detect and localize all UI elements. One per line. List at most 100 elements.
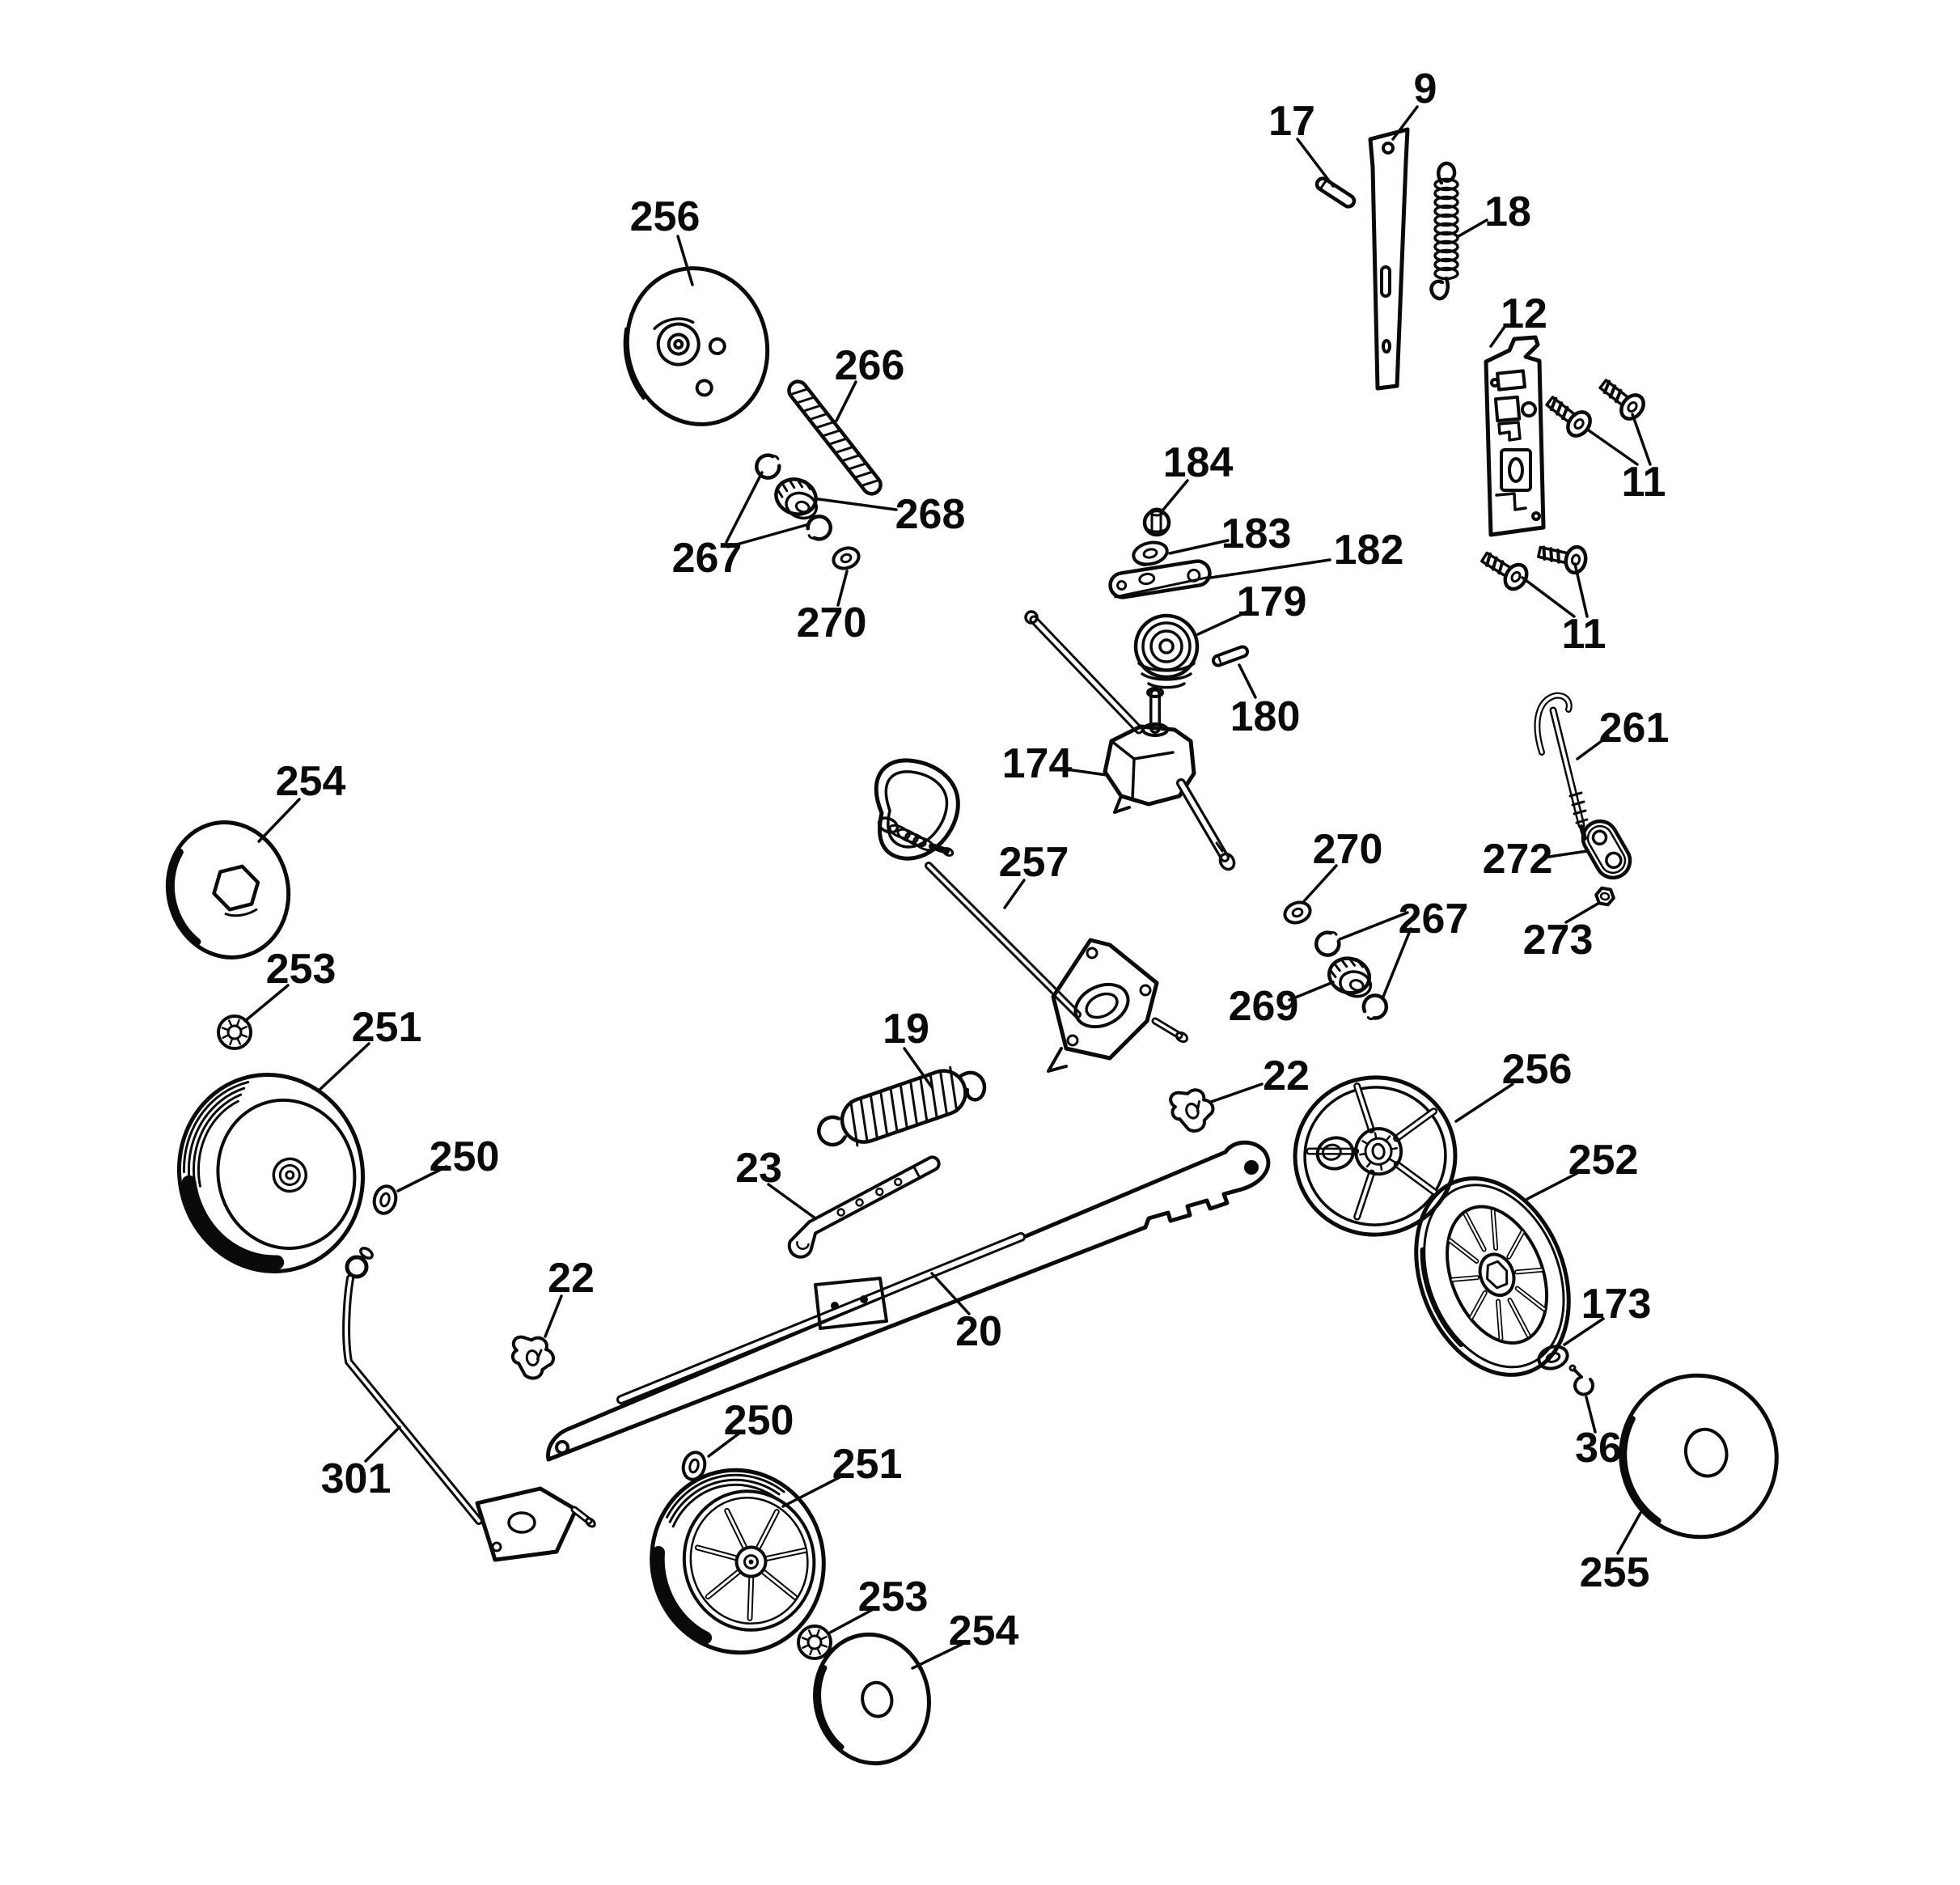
part-270-washer-right <box>1283 900 1312 925</box>
part-11-screw-c <box>1480 551 1529 591</box>
part-11-screw-a <box>1545 396 1592 438</box>
leader-line-23 <box>767 1183 817 1220</box>
part-272-link-plate <box>1581 819 1632 880</box>
leader-line-11-upper-1 <box>1631 413 1652 466</box>
part-254-hubcap-bottom <box>813 1632 931 1766</box>
part-270-washer-left <box>832 546 861 570</box>
part-184-lock-nut <box>1142 507 1171 537</box>
leader-line-253-left <box>243 984 290 1023</box>
part-label-22-right: 22 <box>1263 1053 1310 1099</box>
leader-line-301 <box>364 1425 401 1463</box>
parts-artwork <box>165 127 1779 1766</box>
part-256-spoked-wheel <box>1293 1075 1458 1237</box>
leader-line-18 <box>1457 218 1488 238</box>
leader-line-269 <box>1288 981 1335 1002</box>
part-label-174: 174 <box>1002 740 1073 787</box>
part-253-star-washer-bottom <box>797 1624 832 1660</box>
part-301-adjuster-rod <box>342 1247 596 1562</box>
leader-line-184 <box>1162 479 1189 511</box>
part-23-index-bar <box>787 1155 941 1259</box>
leader-line-268 <box>817 498 898 511</box>
part-250-washer-left <box>372 1184 398 1215</box>
leader-line-179 <box>1196 610 1249 636</box>
leader-line-174 <box>1060 767 1108 777</box>
leader-line-267-right <box>1338 911 1409 941</box>
part-label-9: 9 <box>1414 66 1437 112</box>
part-266-threaded-rod <box>787 379 883 496</box>
part-label-255: 255 <box>1580 1549 1650 1596</box>
leader-line-267-right-1 <box>1382 927 1412 998</box>
part-179-pulley <box>1133 613 1200 689</box>
part-9-handle-brace <box>1368 127 1410 391</box>
part-255-hubcap-right <box>1619 1373 1779 1540</box>
part-267-retaining-ring-b <box>806 515 832 541</box>
part-label-273: 273 <box>1523 917 1594 964</box>
part-183-washer <box>1132 540 1169 567</box>
leader-line-19 <box>903 1047 933 1089</box>
part-269-pinion-gear <box>1327 956 1373 998</box>
leader-line-183 <box>1168 539 1230 555</box>
part-174-gearbox <box>1024 610 1236 871</box>
part-254-hubcap-left <box>165 820 291 959</box>
part-label-11-upper: 11 <box>1622 459 1666 506</box>
leader-line-270-right <box>1302 864 1338 903</box>
part-251-wheel-bottom <box>650 1468 826 1655</box>
part-257-shift-rod-assembly <box>874 758 1189 1073</box>
part-label-268: 268 <box>895 491 966 538</box>
part-label-179: 179 <box>1237 578 1307 625</box>
leader-line-36 <box>1585 1396 1597 1434</box>
part-label-23: 23 <box>735 1145 782 1192</box>
leader-line-9 <box>1391 105 1419 141</box>
leader-line-252 <box>1526 1171 1579 1201</box>
part-label-17: 17 <box>1268 98 1315 145</box>
leader-line-11-lower <box>1521 576 1576 618</box>
leader-line-11-lower-1 <box>1573 562 1589 618</box>
leader-line-267-left <box>725 471 764 544</box>
part-22-clip-right <box>1169 1088 1215 1133</box>
leader-line-261 <box>1576 735 1610 760</box>
part-label-272: 272 <box>1483 836 1553 883</box>
leader-line-254-bottom <box>911 1642 964 1670</box>
part-256-wheel-cover <box>623 266 770 426</box>
part-18-spring <box>1429 161 1459 301</box>
part-label-251-left: 251 <box>352 1004 422 1051</box>
leader-line-182 <box>1209 558 1331 579</box>
leader-line-272 <box>1542 849 1589 859</box>
part-label-269: 269 <box>1229 983 1299 1030</box>
part-label-261: 261 <box>1599 705 1670 752</box>
part-label-251-bottom: 251 <box>832 1441 903 1488</box>
part-label-254-left: 254 <box>276 758 346 805</box>
leader-line-20 <box>930 1272 971 1315</box>
part-label-256-right: 256 <box>1502 1046 1573 1093</box>
leader-line-253-bottom <box>828 1608 874 1634</box>
part-label-253-bottom: 253 <box>858 1574 929 1620</box>
leader-line-180 <box>1238 663 1257 699</box>
part-267-retaining-ring-c <box>1314 930 1341 957</box>
part-11-screw-d <box>1537 544 1588 575</box>
part-label-22-left: 22 <box>548 1255 595 1302</box>
part-label-270-left: 270 <box>797 599 867 646</box>
leader-lines <box>243 105 1652 1670</box>
part-label-20: 20 <box>955 1308 1002 1355</box>
part-22-clip-left <box>510 1335 555 1380</box>
leader-line-257 <box>1003 879 1026 909</box>
part-label-301: 301 <box>321 1455 392 1502</box>
part-label-250-left: 250 <box>430 1133 500 1180</box>
part-label-173: 173 <box>1581 1281 1652 1328</box>
part-19-drive-spring <box>817 1065 987 1147</box>
leader-line-173 <box>1563 1317 1605 1346</box>
part-label-184: 184 <box>1163 439 1234 486</box>
part-268-pinion-gear <box>774 477 818 520</box>
part-label-36: 36 <box>1575 1425 1622 1472</box>
part-267-retaining-ring-d <box>1361 993 1389 1020</box>
part-label-267-left: 267 <box>672 535 743 582</box>
leader-line-267-left-1 <box>726 523 811 549</box>
part-label-183: 183 <box>1221 510 1292 557</box>
part-label-250-bottom: 250 <box>724 1397 794 1444</box>
leader-line-254-left <box>257 798 301 843</box>
part-20-control-arm <box>546 1140 1271 1462</box>
part-label-180: 180 <box>1230 693 1301 740</box>
part-label-182: 182 <box>1334 527 1404 574</box>
part-label-257: 257 <box>999 839 1069 886</box>
